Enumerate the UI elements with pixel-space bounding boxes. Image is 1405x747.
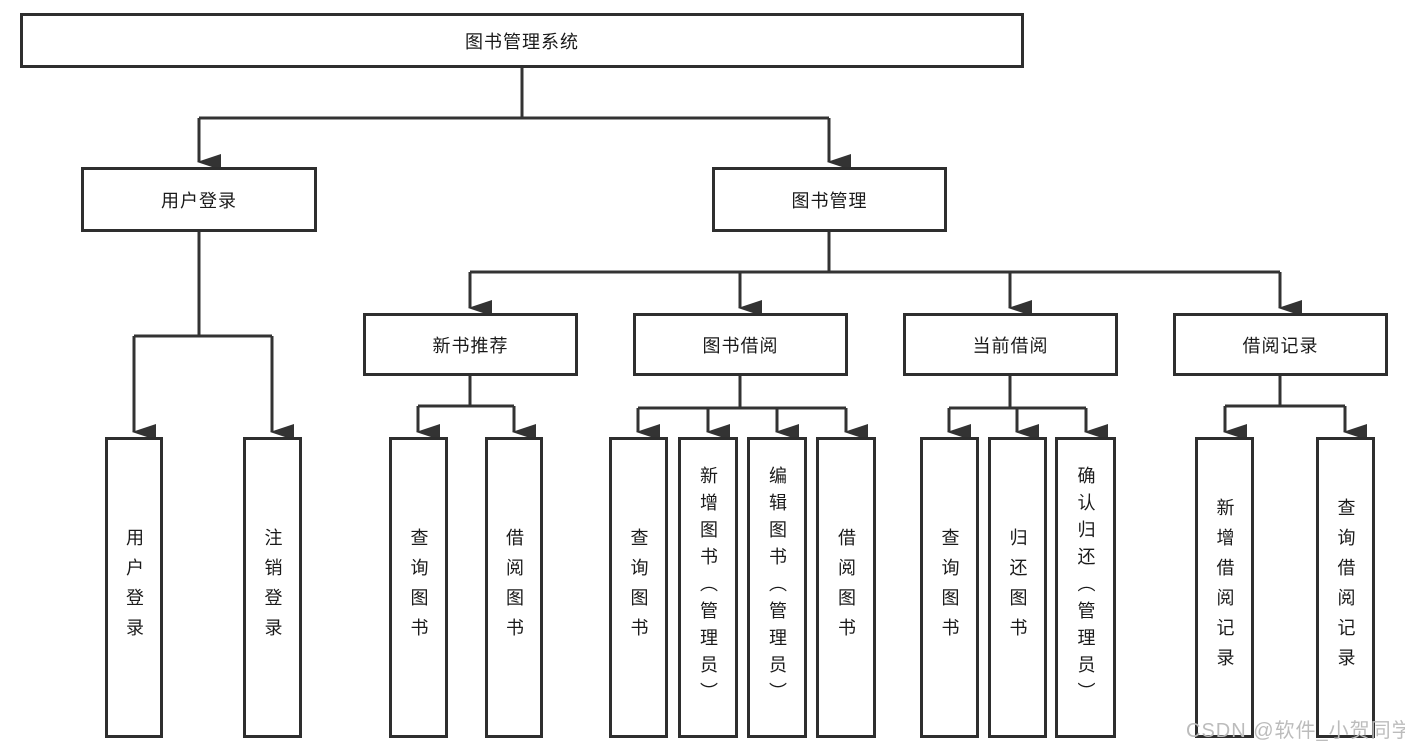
node-cb-query-label: 查询图书 bbox=[939, 527, 960, 648]
node-borrow-records: 借阅记录 bbox=[1173, 313, 1388, 376]
node-book-borrow: 图书借阅 bbox=[633, 313, 848, 376]
node-new-book-rec-label: 新书推荐 bbox=[432, 335, 509, 356]
node-user-login: 用户登录 bbox=[81, 167, 317, 232]
node-cb-confirm-label: 确认归还（管理员） bbox=[1075, 466, 1096, 709]
node-br-add: 新增借阅记录 bbox=[1195, 437, 1254, 738]
node-nb-borrow: 借阅图书 bbox=[485, 437, 543, 738]
node-borrow-records-label: 借阅记录 bbox=[1242, 335, 1319, 356]
node-nb-borrow-label: 借阅图书 bbox=[504, 527, 524, 648]
node-current-borrow: 当前借阅 bbox=[903, 313, 1118, 376]
node-br-query-label: 查询借阅记录 bbox=[1335, 497, 1356, 678]
node-bb-edit: 编辑图书（管理员） bbox=[747, 437, 807, 738]
node-ul-logout: 注销登录 bbox=[243, 437, 302, 738]
node-book-mgmt-label: 图书管理 bbox=[791, 190, 868, 211]
node-cb-return: 归还图书 bbox=[988, 437, 1047, 738]
node-user-login-label: 用户登录 bbox=[161, 190, 237, 211]
node-ul-login-label: 用户登录 bbox=[124, 527, 144, 648]
node-ul-logout-label: 注销登录 bbox=[262, 527, 283, 648]
node-cb-return-label: 归还图书 bbox=[1007, 527, 1028, 648]
node-ul-login: 用户登录 bbox=[105, 437, 163, 738]
node-nb-query: 查询图书 bbox=[389, 437, 448, 738]
node-bb-borrow: 借阅图书 bbox=[816, 437, 876, 738]
node-bb-add-label: 新增图书（管理员） bbox=[698, 466, 718, 709]
node-br-query: 查询借阅记录 bbox=[1316, 437, 1375, 738]
csdn-watermark: CSDN @软件_小贺同学 bbox=[1186, 720, 1405, 742]
node-book-mgmt: 图书管理 bbox=[712, 167, 947, 232]
node-root-label: 图书管理系统 bbox=[465, 31, 579, 52]
node-root: 图书管理系统 bbox=[20, 13, 1024, 68]
node-current-borrow-label: 当前借阅 bbox=[972, 335, 1049, 356]
node-book-borrow-label: 图书借阅 bbox=[702, 335, 779, 356]
node-cb-query: 查询图书 bbox=[920, 437, 979, 738]
node-br-add-label: 新增借阅记录 bbox=[1214, 497, 1235, 678]
node-cb-confirm: 确认归还（管理员） bbox=[1055, 437, 1116, 738]
node-nb-query-label: 查询图书 bbox=[408, 527, 429, 648]
node-bb-edit-label: 编辑图书（管理员） bbox=[767, 466, 787, 709]
node-bb-query: 查询图书 bbox=[609, 437, 668, 738]
node-bb-query-label: 查询图书 bbox=[628, 527, 649, 648]
node-bb-add: 新增图书（管理员） bbox=[678, 437, 738, 738]
node-new-book-rec: 新书推荐 bbox=[363, 313, 578, 376]
node-bb-borrow-label: 借阅图书 bbox=[836, 527, 856, 648]
